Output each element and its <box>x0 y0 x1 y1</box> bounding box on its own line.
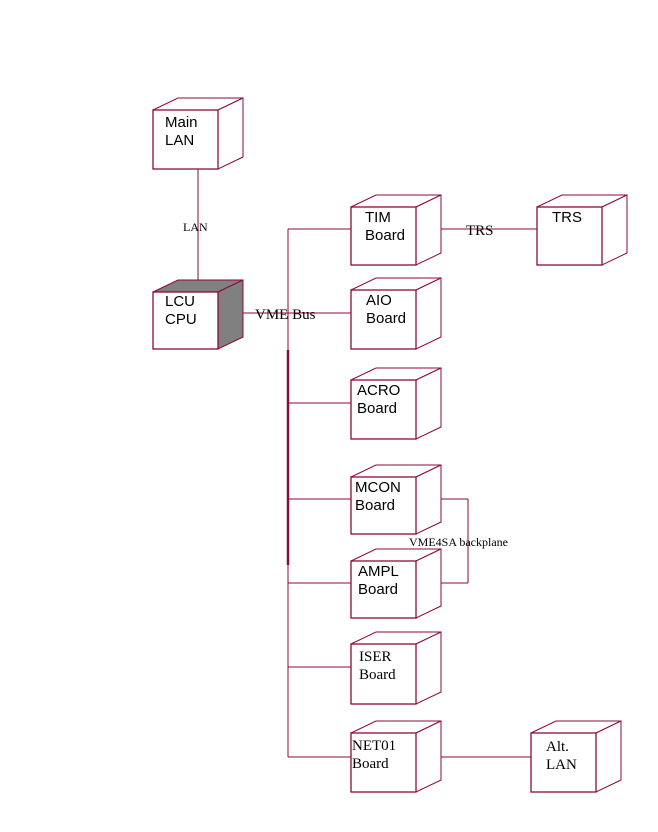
node-front-face <box>350 643 417 705</box>
node-front-face <box>530 732 597 793</box>
node-iser-board[interactable]: ISER Board <box>350 631 442 705</box>
node-front-face <box>350 206 417 266</box>
node-side-face <box>217 279 244 350</box>
node-front-face <box>350 560 417 619</box>
node-label: LAN <box>165 132 194 149</box>
nodes: MainLANLCUCPUTIMBoardTRSAIOBoardACROBoar… <box>152 97 628 793</box>
node-label: ISER <box>359 649 392 665</box>
node-label: NET01 <box>352 738 396 754</box>
node-label: CPU <box>165 311 197 328</box>
node-label: Alt. <box>546 739 569 755</box>
node-alt-lan[interactable]: Alt. LAN <box>530 720 622 793</box>
node-label: Board <box>352 756 389 772</box>
node-label: Board <box>357 400 397 417</box>
node-label: MCON <box>355 479 401 496</box>
node-side-face <box>595 720 622 793</box>
vme4sa-backplane-label: VME4SA backplane <box>409 535 508 549</box>
node-front-face <box>152 291 219 350</box>
node-label: Board <box>358 581 398 598</box>
connections <box>197 169 537 758</box>
node-side-face <box>415 367 442 440</box>
node-label: AMPL <box>358 563 399 580</box>
node-label: TRS <box>552 209 582 226</box>
node-label: Main <box>165 114 198 131</box>
node-side-face <box>415 464 442 535</box>
node-side-face <box>415 277 442 350</box>
node-side-face <box>415 631 442 705</box>
node-side-face <box>601 194 628 266</box>
node-label: AIO <box>366 292 392 309</box>
node-label: Board <box>366 310 406 327</box>
connection-labels: LAN VME Bus TRS VME4SA backplane <box>183 220 508 549</box>
vme-bus-label: VME Bus <box>255 307 316 323</box>
node-trs[interactable]: TRS <box>536 194 628 266</box>
node-label: Board <box>355 497 395 514</box>
node-front-face <box>350 732 417 793</box>
node-front-face <box>152 109 219 170</box>
node-label: TIM <box>365 209 391 226</box>
node-front-face <box>350 379 417 440</box>
node-label: ACRO <box>357 382 400 399</box>
node-side-face <box>415 548 442 619</box>
node-front-face <box>536 206 603 266</box>
node-front-face <box>350 476 417 535</box>
node-label: LAN <box>546 757 577 773</box>
lan-label: LAN <box>183 220 208 234</box>
node-label: Board <box>365 227 405 244</box>
node-label: LCU <box>165 293 195 310</box>
node-side-face <box>415 194 442 266</box>
node-side-face <box>217 97 244 170</box>
trs-link-label: TRS <box>466 223 494 239</box>
node-label: Board <box>359 667 396 683</box>
node-side-face <box>415 720 442 793</box>
node-front-face <box>350 289 417 350</box>
